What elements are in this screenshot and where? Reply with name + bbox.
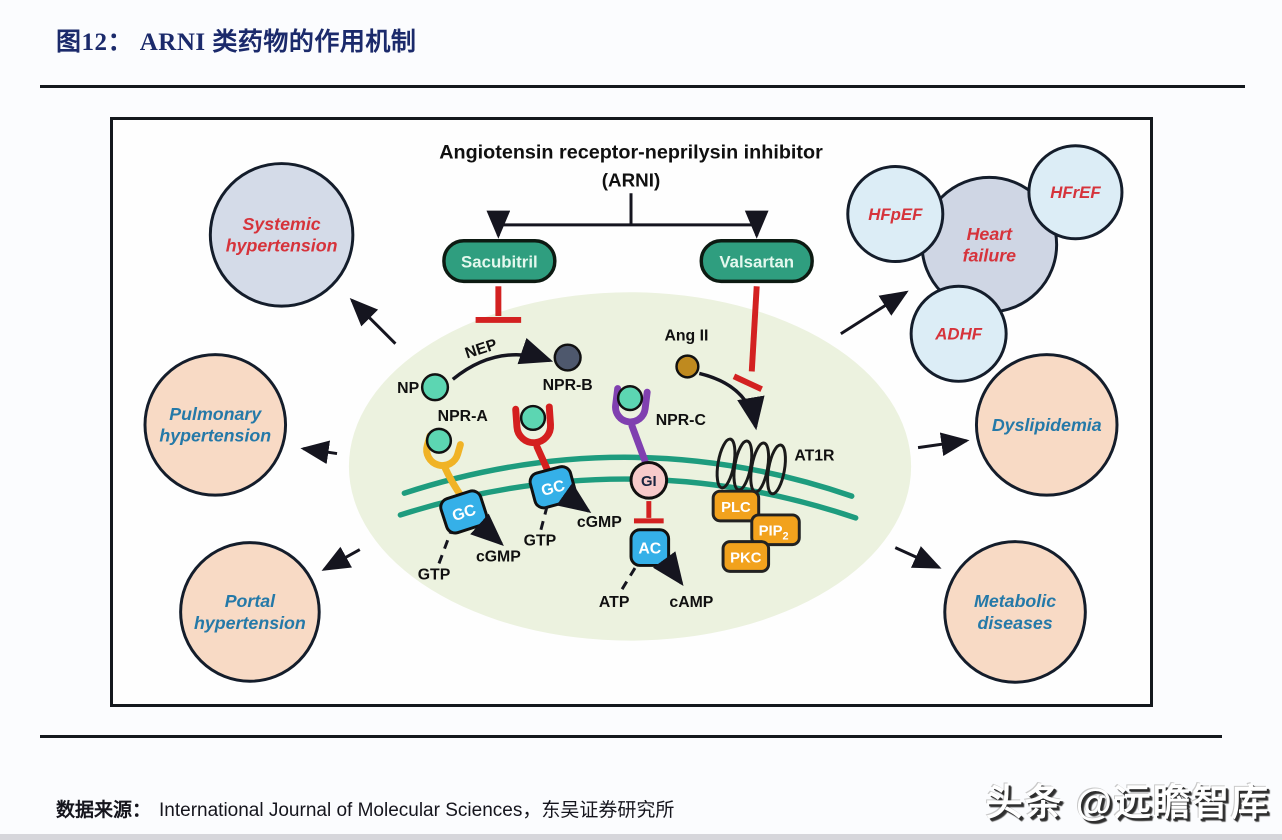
npr-a-ligand [425, 427, 453, 454]
atp-label: ATP [599, 594, 630, 611]
adhf-label: ADHF [934, 325, 982, 344]
npr-a-label: NPR-A [438, 408, 489, 425]
dyslipidemia-label: Dyslipidemia [992, 415, 1102, 435]
footer-divider [40, 735, 1222, 738]
ac-label: AC [638, 541, 661, 558]
pulmonary-line2: hypertension [159, 426, 271, 446]
hfref-label: HFrEF [1050, 183, 1101, 202]
pkc-box: PKC [721, 540, 771, 573]
product-arrows [470, 482, 684, 587]
valsartan-label: Valsartan [719, 252, 794, 271]
hfref-circle [1027, 144, 1124, 241]
dyslipidemia-circle [974, 353, 1119, 497]
heart-failure-line1: Heart [967, 224, 1014, 244]
substrate-dashed-lines [437, 506, 638, 590]
pulmonary-hypertension-circle [143, 353, 288, 497]
ang-ii-molecule [675, 354, 700, 379]
ang-ii-label: Ang II [664, 328, 708, 345]
plc-box: PLC [711, 489, 761, 523]
at1r-label: AT1R [794, 448, 835, 465]
gi-protein [629, 460, 669, 500]
heart-failure-line2: failure [963, 246, 1017, 266]
effect-arrows [300, 290, 970, 571]
hfpef-label: HFpEF [868, 205, 923, 224]
np-label: NP [397, 380, 419, 397]
gi-inhibits-ac [633, 501, 664, 524]
figure-title: 图12： ARNI 类药物的作用机制 [56, 29, 417, 56]
source-prefix: 数据来源： [56, 800, 152, 821]
metabolic-line2: diseases [977, 613, 1052, 633]
pulmonary-line1: Pulmonary [169, 404, 262, 424]
arrow-to-dyslipidemia [917, 432, 970, 457]
cgmp-2-label: cGMP [577, 514, 622, 531]
plc-label: PLC [721, 500, 751, 516]
npr-b-ligand [519, 404, 547, 432]
arrow-to-heart-failure [840, 290, 909, 336]
arni-header-line2: (ARNI) [602, 169, 660, 190]
valsartan-pill [699, 239, 814, 284]
hfpef-circle [846, 165, 945, 264]
sacubitril-label: Sacubitril [461, 252, 538, 271]
arni-branch-connector [486, 193, 769, 239]
systemic-line2: hypertension [226, 236, 338, 256]
bottom-band [0, 834, 1282, 840]
systemic-line1: Systemic [243, 214, 321, 234]
metabolic-line1: Metabolic [974, 591, 1056, 611]
arrow-to-metabolic [894, 546, 942, 569]
ac-enzyme: AC [629, 528, 671, 567]
cell-body [348, 292, 912, 641]
mechanism-diagram: Angiotensin receptor-neprilysin inhibito… [143, 142, 1124, 684]
pkc-label: PKC [730, 550, 762, 566]
systemic-hypertension-circle [208, 162, 355, 308]
metabolic-diseases-circle [943, 540, 1087, 684]
npr-c-receptor [612, 385, 651, 464]
cgmp-1-label: cGMP [476, 548, 521, 565]
title-divider [40, 85, 1245, 88]
ang-ii-to-at1r-arrow [698, 371, 765, 431]
arrow-to-pulmonary [300, 440, 338, 465]
watermark: 头条 @远瞻智库 [985, 782, 1270, 823]
portal-line2: hypertension [194, 613, 306, 633]
camp-label: cAMP [669, 594, 713, 611]
pip2-label: PIP2 [759, 524, 789, 543]
source-body: International Journal of Molecular Scien… [159, 800, 675, 821]
sacubitril-inhibits-nep [475, 286, 522, 323]
source-row: 数据来源： International Journal of Molecular … [56, 795, 674, 822]
npr-c-ligand [616, 385, 644, 412]
npr-c-label: NPR-C [656, 412, 706, 429]
np-molecule [420, 373, 450, 402]
pip2-box: PIP2 [750, 513, 801, 547]
adhf-circle [909, 284, 1008, 383]
npr-b-label: NPR-B [543, 377, 593, 394]
arni-header-line1: Angiotensin receptor-neprilysin inhibito… [439, 142, 823, 164]
valsartan-inhibits-at1r [732, 286, 763, 392]
nep-degradation-arrow [451, 337, 554, 381]
portal-line1: Portal [225, 591, 276, 611]
arrow-to-systemic [349, 298, 397, 345]
gtp-2-label: GTP [524, 533, 557, 550]
arrow-to-portal [321, 546, 361, 571]
degraded-np-molecule [553, 343, 582, 372]
portal-hypertension-circle [179, 541, 321, 683]
mechanism-figure: Angiotensin receptor-neprilysin inhibito… [110, 117, 1153, 707]
sacubitril-pill [442, 239, 557, 284]
gtp-1-label: GTP [418, 566, 451, 583]
gi-label: GI [641, 474, 657, 490]
